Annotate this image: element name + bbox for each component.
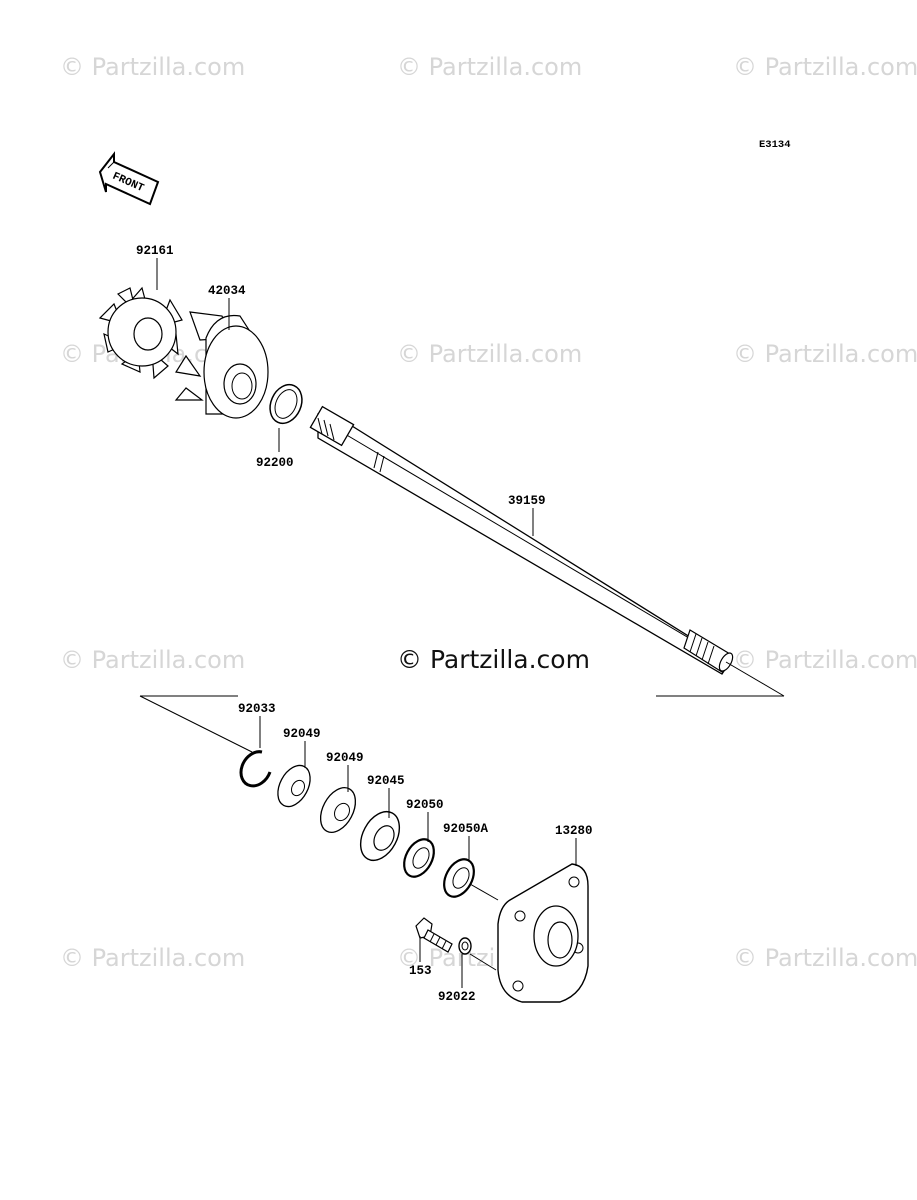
bearing-housing-part bbox=[497, 863, 589, 1003]
part-label-92045[interactable]: 92045 bbox=[367, 774, 405, 788]
part-label-92050[interactable]: 92050 bbox=[406, 798, 444, 812]
part-label-39159[interactable]: 39159 bbox=[508, 494, 546, 508]
washer-part bbox=[269, 383, 303, 425]
part-label-13280[interactable]: 13280 bbox=[555, 824, 593, 838]
watermark: © Partzilla.com bbox=[397, 340, 582, 368]
center-watermark: © Partzilla.com bbox=[397, 645, 590, 674]
watermark: © Partzilla.com bbox=[60, 53, 245, 81]
diagram-code: E3134 bbox=[759, 139, 791, 151]
circlip-part bbox=[239, 750, 272, 788]
part-label-92050A[interactable]: 92050A bbox=[443, 822, 489, 836]
watermark: © Partzilla.com bbox=[60, 646, 245, 674]
ball-bearing-part bbox=[359, 810, 401, 862]
drive-shaft-part bbox=[309, 405, 734, 675]
part-label-92033[interactable]: 92033 bbox=[238, 702, 276, 716]
part-labels: 92161 42034 92200 39159 92033 92049 9204… bbox=[136, 244, 593, 1004]
front-arrow-icon: FRONT bbox=[98, 151, 160, 206]
spacer-part bbox=[277, 764, 311, 808]
oil-seal-part bbox=[403, 838, 435, 878]
spacer-part bbox=[319, 787, 357, 833]
impeller-housing-part bbox=[174, 311, 269, 419]
part-label-92161[interactable]: 92161 bbox=[136, 244, 174, 258]
part-label-92022[interactable]: 92022 bbox=[438, 990, 476, 1004]
part-label-92049[interactable]: 92049 bbox=[326, 751, 364, 765]
small-washer-inner bbox=[461, 941, 469, 951]
part-label-92200[interactable]: 92200 bbox=[256, 456, 294, 470]
part-label-92049[interactable]: 92049 bbox=[283, 727, 321, 741]
watermark: © Partzilla.com bbox=[397, 53, 582, 81]
watermark: © Partzilla.com bbox=[60, 944, 245, 972]
washer-inner bbox=[274, 389, 298, 419]
part-label-42034[interactable]: 42034 bbox=[208, 284, 246, 298]
impeller-part bbox=[98, 286, 183, 380]
leader-lines bbox=[139, 258, 785, 988]
oil-seal-part bbox=[443, 858, 475, 898]
watermark: © Partzilla.com bbox=[733, 944, 917, 972]
watermark: © Partzilla.com bbox=[733, 53, 917, 81]
part-label-153[interactable]: 153 bbox=[409, 964, 432, 978]
bolt-part bbox=[415, 917, 453, 953]
watermark: © Partzilla.com bbox=[733, 646, 917, 674]
watermark: © Partzilla.com bbox=[733, 340, 917, 368]
